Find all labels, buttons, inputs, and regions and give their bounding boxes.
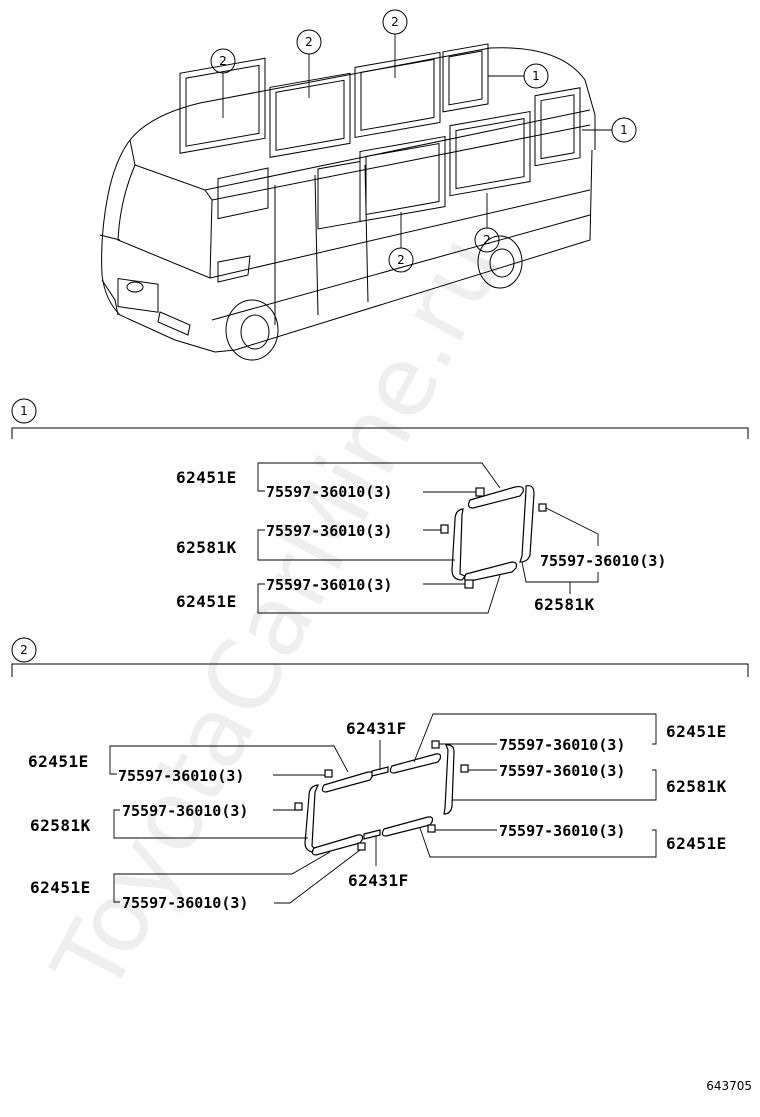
label-62581K-left: 62581K xyxy=(30,816,91,835)
label-clip-side-right: 75597-36010(3) xyxy=(499,762,625,780)
label-clip-upper: 75597-36010(3) xyxy=(266,483,392,501)
svg-text:1: 1 xyxy=(620,123,628,137)
clip-lower xyxy=(464,579,474,589)
callout-2-d: 2 xyxy=(474,193,500,253)
clip-upper-left xyxy=(324,769,333,778)
label-clip-left: 75597-36010(3) xyxy=(266,522,392,540)
label-clip-upper-left: 75597-36010(3) xyxy=(118,767,244,785)
lower-right-moulding-part xyxy=(381,816,434,837)
label-62451E-lower-right: 62451E xyxy=(666,834,727,853)
clip-upper xyxy=(475,487,485,497)
svg-text:1: 1 xyxy=(532,69,540,83)
label-clip-right: 75597-36010(3) xyxy=(540,552,666,570)
section-2: 2 xyxy=(11,637,749,912)
right-side-moulding-part xyxy=(519,485,535,563)
svg-text:2: 2 xyxy=(391,15,399,29)
overview-callouts: 2 2 2 1 1 2 2 xyxy=(210,9,637,273)
label-62451E-lower-left: 62451E xyxy=(30,878,91,897)
section-2-marker xyxy=(11,637,37,663)
label-62431F-lower: 62431F xyxy=(348,871,409,890)
diagram-code: 643705 xyxy=(706,1079,752,1093)
section-2-leaders xyxy=(109,713,657,904)
left-side-moulding-part xyxy=(304,784,319,853)
svg-text:2: 2 xyxy=(219,54,227,68)
callout-1-a: 1 xyxy=(488,63,549,89)
section-1-parts xyxy=(440,485,547,589)
section-2-parts xyxy=(294,740,469,856)
label-62451E-upper-right: 62451E xyxy=(666,722,727,741)
clip-side-right xyxy=(460,764,469,773)
callout-2-e: 2 xyxy=(388,212,414,273)
svg-text:2: 2 xyxy=(305,35,313,49)
clip-lower-left xyxy=(357,842,366,851)
clip-upper-right xyxy=(431,740,440,749)
label-clip-side-left: 75597-36010(3) xyxy=(122,802,248,820)
label-62451E-lower: 62451E xyxy=(176,592,237,611)
lower-moulding-part xyxy=(464,561,518,582)
left-side-moulding-part xyxy=(451,508,466,581)
label-62581K-right: 62581K xyxy=(534,595,595,614)
clip-side-left xyxy=(294,802,303,811)
right-side-moulding-part xyxy=(443,744,455,815)
clip-lower-right xyxy=(427,824,436,833)
svg-text:1: 1 xyxy=(20,404,28,418)
upper-left-moulding-part xyxy=(321,771,374,793)
upper-joint-part xyxy=(371,766,389,777)
callout-2-a: 2 xyxy=(210,48,236,118)
clip-left xyxy=(440,524,449,534)
callout-1-b: 1 xyxy=(582,117,637,143)
label-62431F-upper: 62431F xyxy=(346,719,407,738)
label-clip-lower-left: 75597-36010(3) xyxy=(122,894,248,912)
section-1: 1 62451E xyxy=(11,398,749,614)
label-62451E-upper: 62451E xyxy=(176,468,237,487)
lower-left-moulding-part xyxy=(311,834,364,856)
svg-text:2: 2 xyxy=(397,253,405,267)
label-62581K-left: 62581K xyxy=(176,538,237,557)
svg-text:2: 2 xyxy=(20,643,28,657)
callout-2-c: 2 xyxy=(382,9,408,78)
section-1-leaders xyxy=(257,462,599,614)
label-clip-lower: 75597-36010(3) xyxy=(266,576,392,594)
label-clip-upper-right: 75597-36010(3) xyxy=(499,736,625,754)
label-clip-lower-right: 75597-36010(3) xyxy=(499,822,625,840)
clip-right xyxy=(538,503,547,512)
upper-right-moulding-part xyxy=(389,753,442,774)
lower-joint-part xyxy=(363,829,381,840)
bus-illustration xyxy=(99,43,596,361)
section-1-marker xyxy=(11,398,37,424)
upper-moulding-part xyxy=(467,485,524,509)
label-62451E-upper-left: 62451E xyxy=(28,752,89,771)
svg-text:2: 2 xyxy=(483,233,491,247)
label-62581K-right: 62581K xyxy=(666,777,727,796)
callout-2-b: 2 xyxy=(296,29,322,98)
